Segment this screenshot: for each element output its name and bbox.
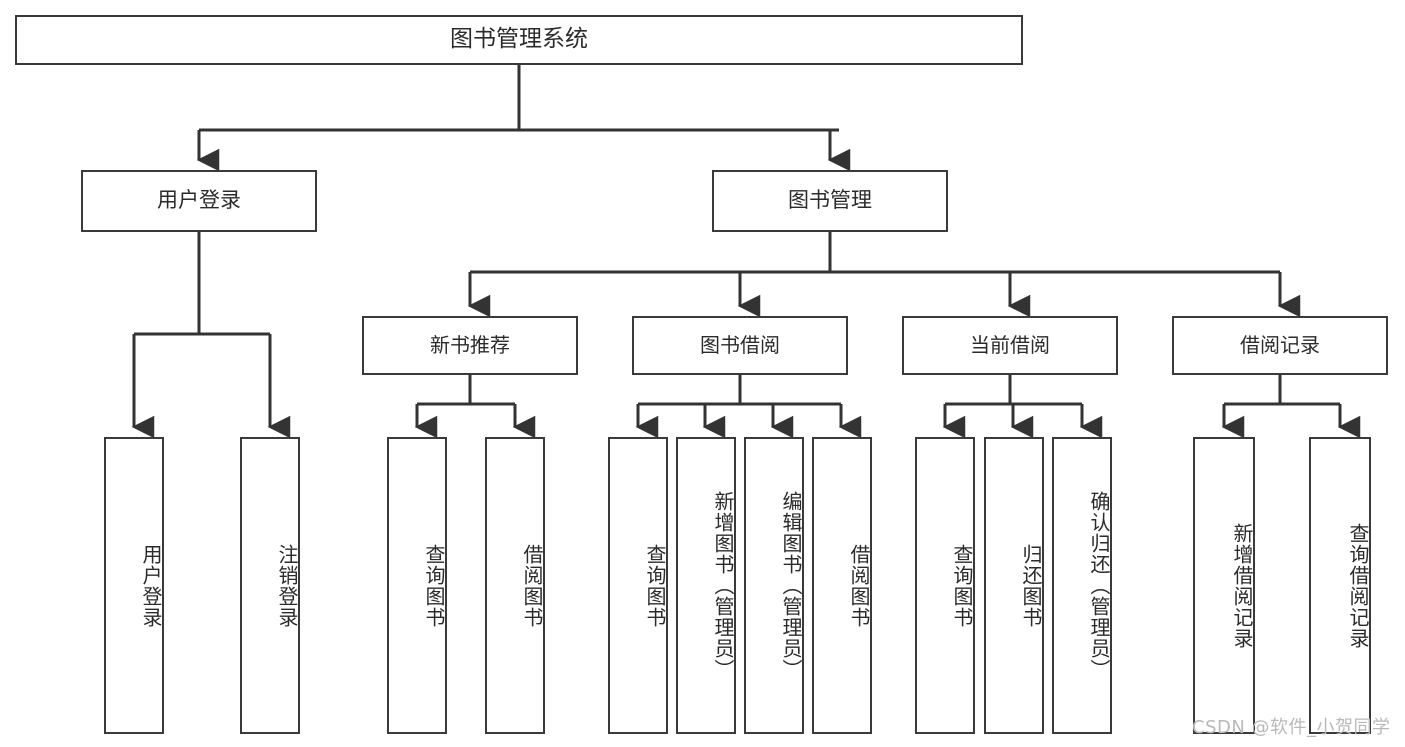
leaf-label: 查询借阅记录 [1346, 522, 1370, 649]
node-borrow-record-label: 借阅记录 [1240, 333, 1320, 358]
node-new-book-recommend[interactable]: 新书推荐 [362, 316, 578, 375]
node-new-book-recommend-label: 新书推荐 [430, 333, 510, 358]
node-book-borrow[interactable]: 图书借阅 [632, 316, 848, 375]
leaf-user-login-signin[interactable]: 用户登录 [104, 437, 164, 734]
node-user-login-label: 用户登录 [157, 188, 241, 213]
leaf-label: 查询图书 [422, 543, 446, 628]
leaf-recommend-query-book[interactable]: 查询图书 [387, 437, 447, 734]
leaf-label: 注销登录 [275, 543, 299, 628]
leaf-borrow-query-book[interactable]: 查询图书 [608, 437, 668, 734]
leaf-label: 确认归还（管理员） [1087, 491, 1111, 680]
leaf-label: 借阅图书 [847, 543, 871, 628]
node-root[interactable]: 图书管理系统 [15, 15, 1023, 65]
leaf-current-confirm-return-admin[interactable]: 确认归还（管理员） [1052, 437, 1112, 734]
node-book-borrow-label: 图书借阅 [700, 333, 780, 358]
leaf-record-query-record[interactable]: 查询借阅记录 [1309, 437, 1371, 734]
watermark: CSDN @软件_小贺同学 [1192, 717, 1391, 738]
leaf-borrow-edit-book-admin[interactable]: 编辑图书（管理员） [744, 437, 804, 734]
leaf-label: 编辑图书（管理员） [779, 491, 803, 680]
node-root-label: 图书管理系统 [450, 26, 588, 53]
leaf-label: 新增借阅记录 [1230, 522, 1254, 649]
leaf-borrow-borrow-book[interactable]: 借阅图书 [812, 437, 872, 734]
leaf-recommend-borrow-book[interactable]: 借阅图书 [485, 437, 545, 734]
leaf-label: 新增图书（管理员） [711, 491, 735, 680]
leaf-label: 归还图书 [1019, 543, 1043, 628]
node-current-borrow[interactable]: 当前借阅 [902, 316, 1118, 375]
leaf-user-login-signout[interactable]: 注销登录 [240, 437, 300, 734]
node-user-login[interactable]: 用户登录 [81, 170, 317, 232]
leaf-current-query-book[interactable]: 查询图书 [915, 437, 975, 734]
leaf-label: 查询图书 [950, 543, 974, 628]
leaf-label: 借阅图书 [520, 543, 544, 628]
node-borrow-record[interactable]: 借阅记录 [1172, 316, 1388, 375]
node-book-management-label: 图书管理 [788, 188, 872, 213]
leaf-record-add-record[interactable]: 新增借阅记录 [1193, 437, 1255, 734]
node-book-management[interactable]: 图书管理 [712, 170, 948, 232]
leaf-current-return-book[interactable]: 归还图书 [984, 437, 1044, 734]
node-current-borrow-label: 当前借阅 [970, 333, 1050, 358]
leaf-borrow-add-book-admin[interactable]: 新增图书（管理员） [676, 437, 736, 734]
leaf-label: 用户登录 [139, 543, 163, 628]
leaf-label: 查询图书 [643, 543, 667, 628]
